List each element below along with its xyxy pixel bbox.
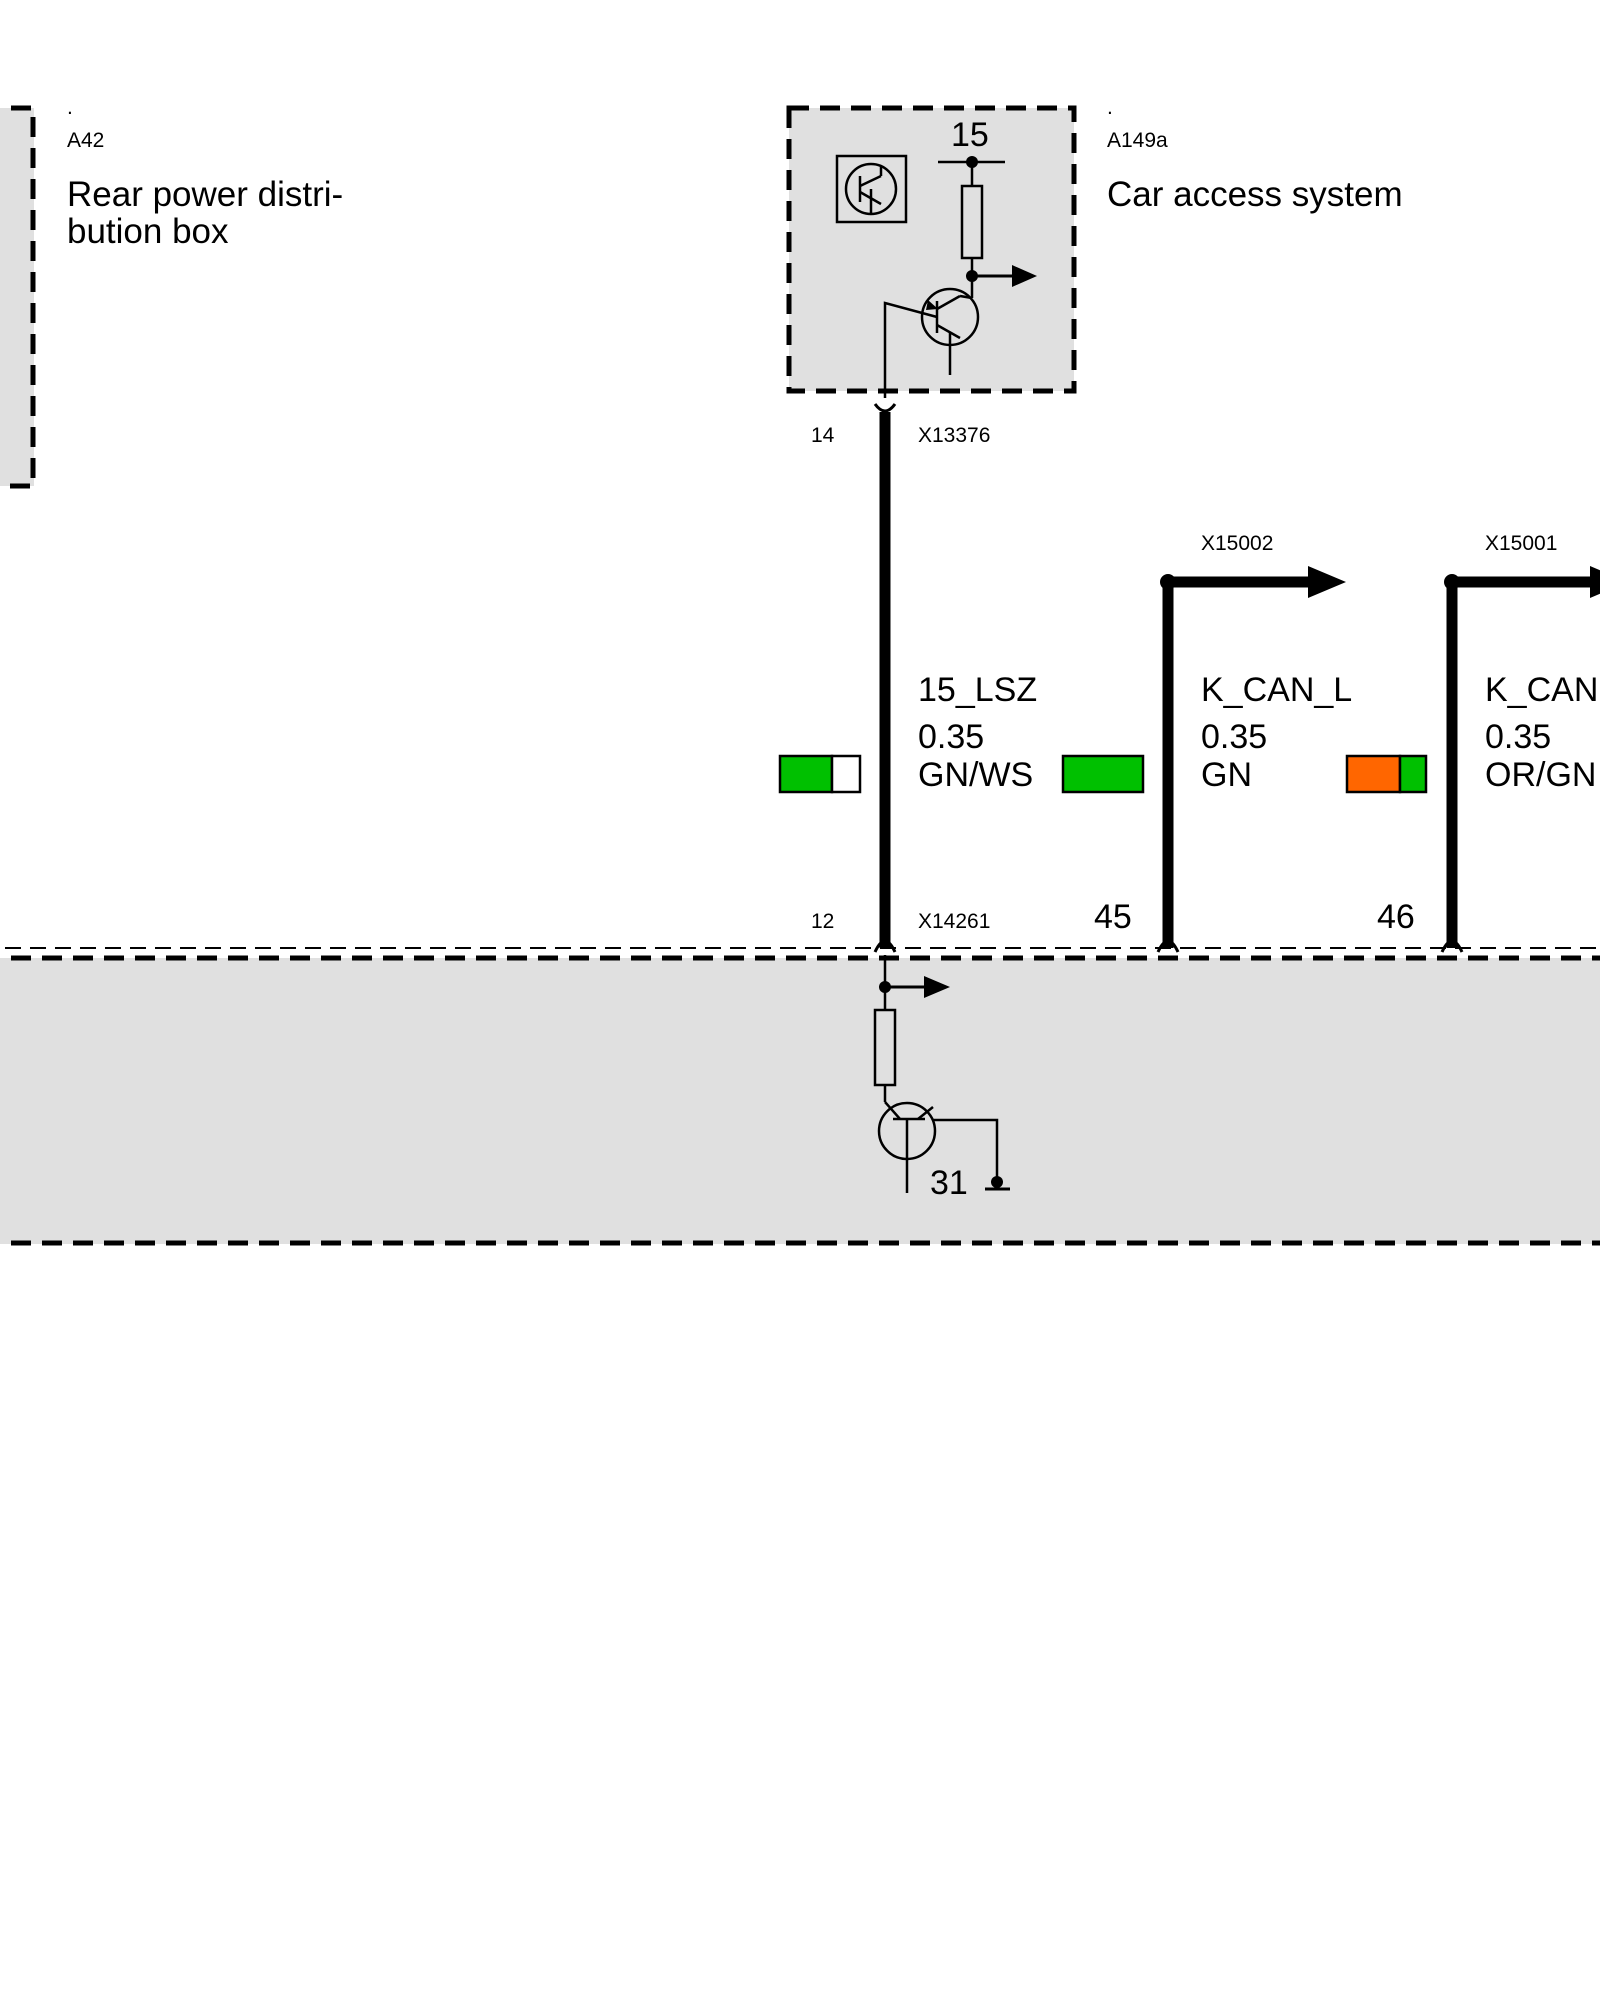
- wire-15-lsz: 14 X13376 12 X14261 15_LSZ 0.35 GN/WS: [778, 403, 1037, 953]
- wire1-bottom-connector: X14261: [918, 910, 990, 933]
- wire1-top-pin: 14: [811, 424, 835, 447]
- a42-name-line1: Rear power distri-: [67, 175, 343, 214]
- wire3-swatch-color1: [1345, 754, 1402, 794]
- wire3-swatch-color2: [1398, 754, 1428, 794]
- wire3-color-swatch: [1345, 754, 1428, 794]
- a149a-name: Car access system: [1107, 175, 1403, 214]
- wire1-color-code: GN/WS: [918, 756, 1033, 794]
- lower-box-fill: [0, 958, 1600, 1244]
- wire1-gauge: 0.35: [918, 718, 984, 756]
- a149a-dot: .: [1107, 96, 1113, 119]
- a42-name-line2: bution box: [67, 212, 229, 251]
- transistor-icon: [883, 287, 980, 398]
- wire3-gauge: 0.35: [1485, 718, 1551, 756]
- wire2-color-swatch: [1061, 754, 1145, 794]
- wire1-bottom-pin: 12: [811, 910, 834, 933]
- wire3-signal: K_CAN: [1485, 671, 1598, 709]
- wire3-bottom-pin: 46: [1377, 898, 1415, 936]
- a42-code: A42: [67, 129, 104, 152]
- wire3-arrow-icon: [1590, 566, 1600, 598]
- wire1-signal: 15_LSZ: [918, 671, 1037, 709]
- lower-output-arrow-icon: [879, 955, 950, 1010]
- a149a-terminal-label: 15: [951, 116, 989, 154]
- wire2-arrow-icon: [1308, 566, 1346, 598]
- wire2-color-code: GN: [1201, 756, 1252, 794]
- wire2-arrow-connector: X15002: [1201, 532, 1273, 555]
- a149a-box: [786, 105, 1077, 394]
- a149a-code: A149a: [1107, 129, 1168, 152]
- wire-k-can-l: X15002 45 K_CAN_L 0.35 GN: [1061, 532, 1352, 953]
- wire3-color-code: OR/GN: [1485, 756, 1596, 794]
- wire-k-can: X15001 46 K_CAN 0.35 OR/GN: [1345, 532, 1600, 953]
- lower-terminal-label: 31: [930, 1164, 968, 1202]
- wire2-bottom-pin: 45: [1094, 898, 1132, 936]
- wire3-bottom-pin-icon: [1440, 939, 1464, 953]
- wire2-gauge: 0.35: [1201, 718, 1267, 756]
- wire1-color-swatch: [778, 754, 862, 794]
- a42-box-fill: [0, 108, 34, 486]
- lower-transistor-icon: [877, 1085, 999, 1193]
- ground-icon: [985, 1176, 1010, 1191]
- module-lower: 31: [0, 947, 1600, 1246]
- electronic-module-icon: [835, 154, 908, 224]
- module-a42: . A42 Rear power distri- bution box: [0, 96, 343, 489]
- output-arrow-icon: [966, 258, 1037, 298]
- wire1-top-connector: X13376: [918, 424, 990, 447]
- a42-dot: .: [67, 96, 73, 119]
- supply-terminal-icon: [938, 156, 1005, 186]
- wire3-arrow-connector: X15001: [1485, 532, 1557, 555]
- wire2-signal: K_CAN_L: [1201, 671, 1352, 709]
- wire1-top-pin-icon: [873, 403, 897, 413]
- wire1-swatch-color2: [830, 754, 862, 794]
- wire1-bottom-pin-icon: [873, 939, 897, 953]
- module-a149a: . A149a Car access system 15: [786, 96, 1403, 398]
- wire1-swatch-color1: [778, 754, 834, 794]
- wire2-bottom-pin-icon: [1156, 939, 1180, 953]
